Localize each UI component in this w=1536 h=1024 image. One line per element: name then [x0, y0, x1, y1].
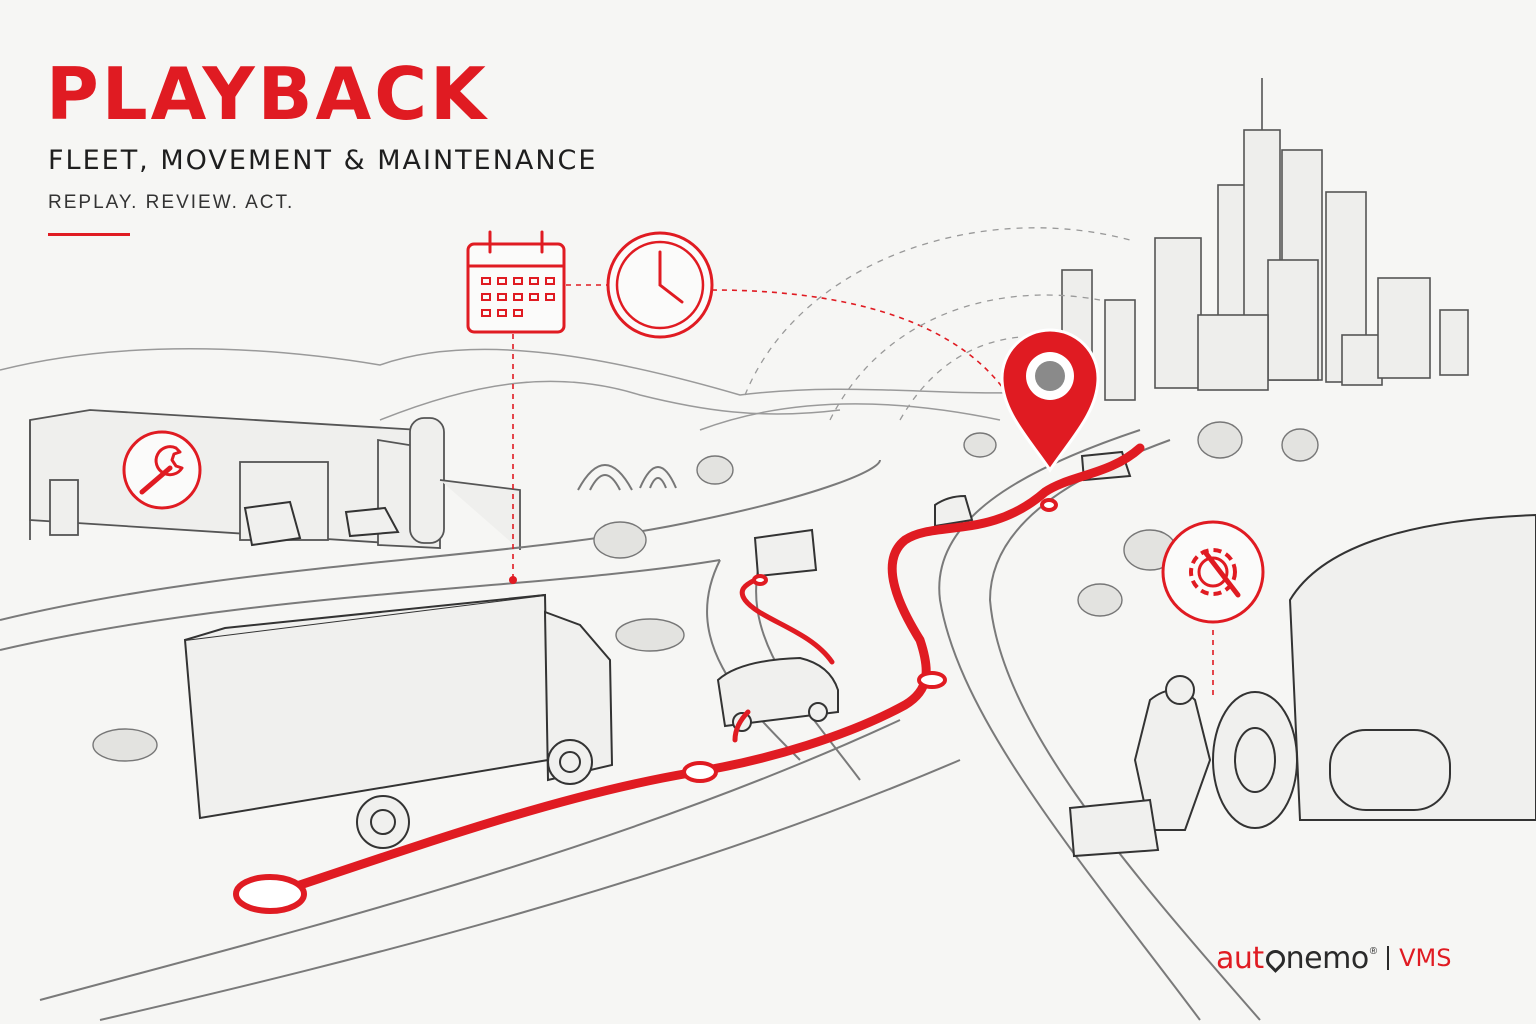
hills: [0, 348, 1061, 431]
connector-lines: [512, 284, 1214, 700]
vehicles: [183, 450, 1536, 858]
accent-divider: [48, 233, 130, 236]
route-stop: [752, 574, 768, 586]
page-subtitle: FLEET, MOVEMENT & MAINTENANCE: [48, 145, 598, 176]
location-pin-icon: [1000, 328, 1100, 473]
calendar-icon: [466, 230, 566, 334]
route-start-marker: [233, 874, 307, 914]
route-stops: [233, 498, 1058, 914]
bridges: [577, 464, 677, 491]
brand-part-auto: aut: [1216, 940, 1264, 976]
connector-dot: [509, 576, 517, 584]
roads: [0, 429, 1261, 1021]
toolbox: [1068, 798, 1160, 858]
van-far: [934, 494, 974, 528]
shrubs: [92, 421, 1319, 762]
brand-part-nemo: nemo: [1285, 940, 1370, 976]
wrench-icon: [122, 430, 202, 510]
page-title: PLAYBACK: [46, 52, 489, 136]
clock-icon: [606, 231, 714, 339]
route-stop: [682, 761, 718, 783]
brand-pin-icon: [1261, 946, 1289, 973]
van-near: [716, 656, 839, 728]
warehouse: [29, 409, 521, 550]
city-skyline: [1061, 78, 1469, 401]
gear-wrench-icon: [1161, 520, 1265, 624]
brand-product: VMS: [1399, 944, 1452, 972]
brand-registered-mark: ®: [1369, 946, 1378, 957]
route-stop: [917, 671, 947, 689]
route-stop: [1040, 498, 1058, 512]
tagline: REPLAY. REVIEW. ACT.: [48, 192, 295, 213]
brand-logo: aut nemo ® VMS: [1216, 940, 1451, 976]
van-mid: [753, 528, 818, 578]
brand-separator: [1387, 946, 1390, 970]
